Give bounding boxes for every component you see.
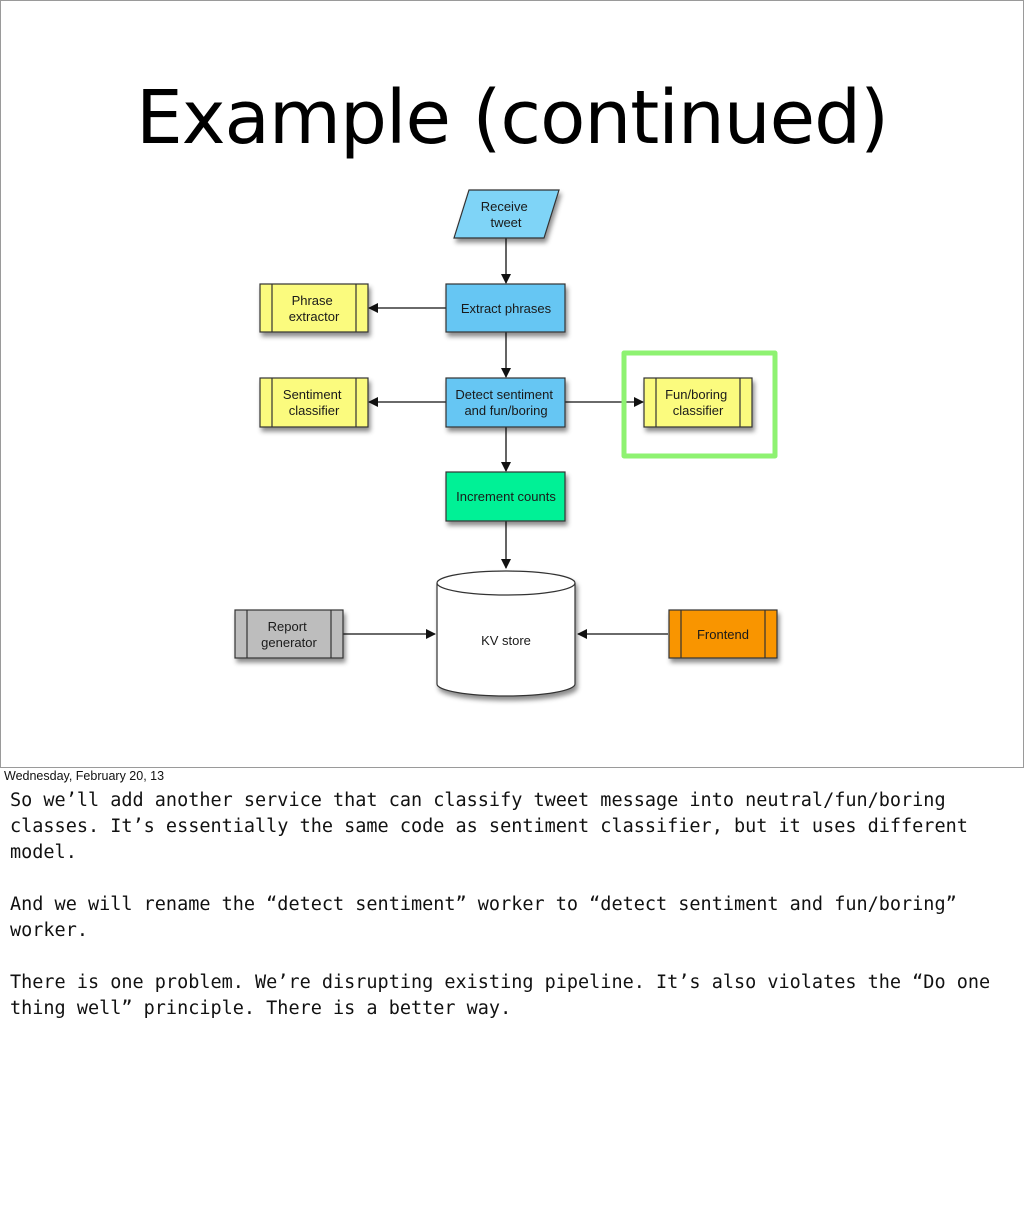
receive-tweet-label-2: tweet	[490, 215, 521, 230]
slide-date: Wednesday, February 20, 13	[4, 769, 165, 783]
svg-text:Extract phrases: Extract phrases	[461, 301, 552, 316]
notes-paragraph: There is one problem. We’re disrupting e…	[10, 972, 991, 1019]
slide: Example (continued) Receive	[0, 0, 1024, 768]
sentiment-classifier-label-1: Sentiment	[283, 387, 342, 402]
node-sentiment-classifier: Sentiment classifier	[259, 377, 369, 428]
extract-phrases-label: Extract phrases	[461, 301, 552, 316]
phrase-extractor-label-2: extractor	[289, 309, 340, 324]
svg-text:Report generator: Report generator	[261, 619, 317, 650]
svg-text:Fun/boring classifier: Fun/boring classifier	[665, 387, 731, 418]
notes-paragraph: So we’ll add another service that can cl…	[10, 790, 968, 863]
node-frontend: Frontend	[668, 609, 778, 659]
svg-text:Receive tweet: Receive tweet	[481, 199, 532, 230]
node-extract-phrases: Extract phrases	[445, 283, 566, 333]
notes-paragraph: And we will rename the “detect sentiment…	[10, 894, 957, 941]
svg-text:Phrase extractor: Phrase extractor	[289, 293, 340, 324]
highlight-frame	[621, 350, 778, 459]
report-generator-label-1: Report	[268, 619, 307, 634]
receive-tweet-label-1: Receive	[481, 199, 528, 214]
sentiment-classifier-label-2: classifier	[289, 403, 340, 418]
node-kv-store: KV store	[436, 570, 576, 697]
node-fun-boring-classifier: Fun/boring classifier	[643, 377, 753, 428]
detect-sentiment-label-1: Detect sentiment	[455, 387, 553, 402]
fun-boring-label-2: classifier	[673, 403, 724, 418]
node-detect-sentiment: Detect sentiment and fun/boring	[445, 377, 566, 428]
phrase-extractor-label-1: Phrase	[292, 293, 333, 308]
svg-text:Sentiment classifier: Sentiment classifier	[283, 387, 345, 418]
frontend-label: Frontend	[697, 627, 749, 642]
node-report-generator: Report generator	[234, 609, 344, 659]
detect-sentiment-label-2: and fun/boring	[464, 403, 547, 418]
architecture-diagram: Receive tweet Extract phrases Phrase ext…	[234, 189, 778, 697]
kv-store-label: KV store	[481, 633, 531, 648]
node-increment-counts: Increment counts	[445, 471, 566, 522]
increment-counts-label: Increment counts	[456, 489, 556, 504]
node-receive-tweet: Receive tweet	[453, 189, 560, 239]
svg-text:KV store: KV store	[481, 633, 531, 648]
speaker-notes: So we’ll add another service that can cl…	[10, 788, 1015, 1048]
fun-boring-label-1: Fun/boring	[665, 387, 727, 402]
report-generator-label-2: generator	[261, 635, 317, 650]
svg-text:Frontend: Frontend	[697, 627, 749, 642]
svg-text:Increment counts: Increment counts	[456, 489, 556, 504]
connectors	[343, 238, 668, 639]
node-phrase-extractor: Phrase extractor	[259, 283, 369, 333]
svg-text:Detect sentiment and f: Detect sentiment and fun/boring	[455, 387, 556, 418]
slide-title: Example (continued)	[135, 75, 889, 161]
